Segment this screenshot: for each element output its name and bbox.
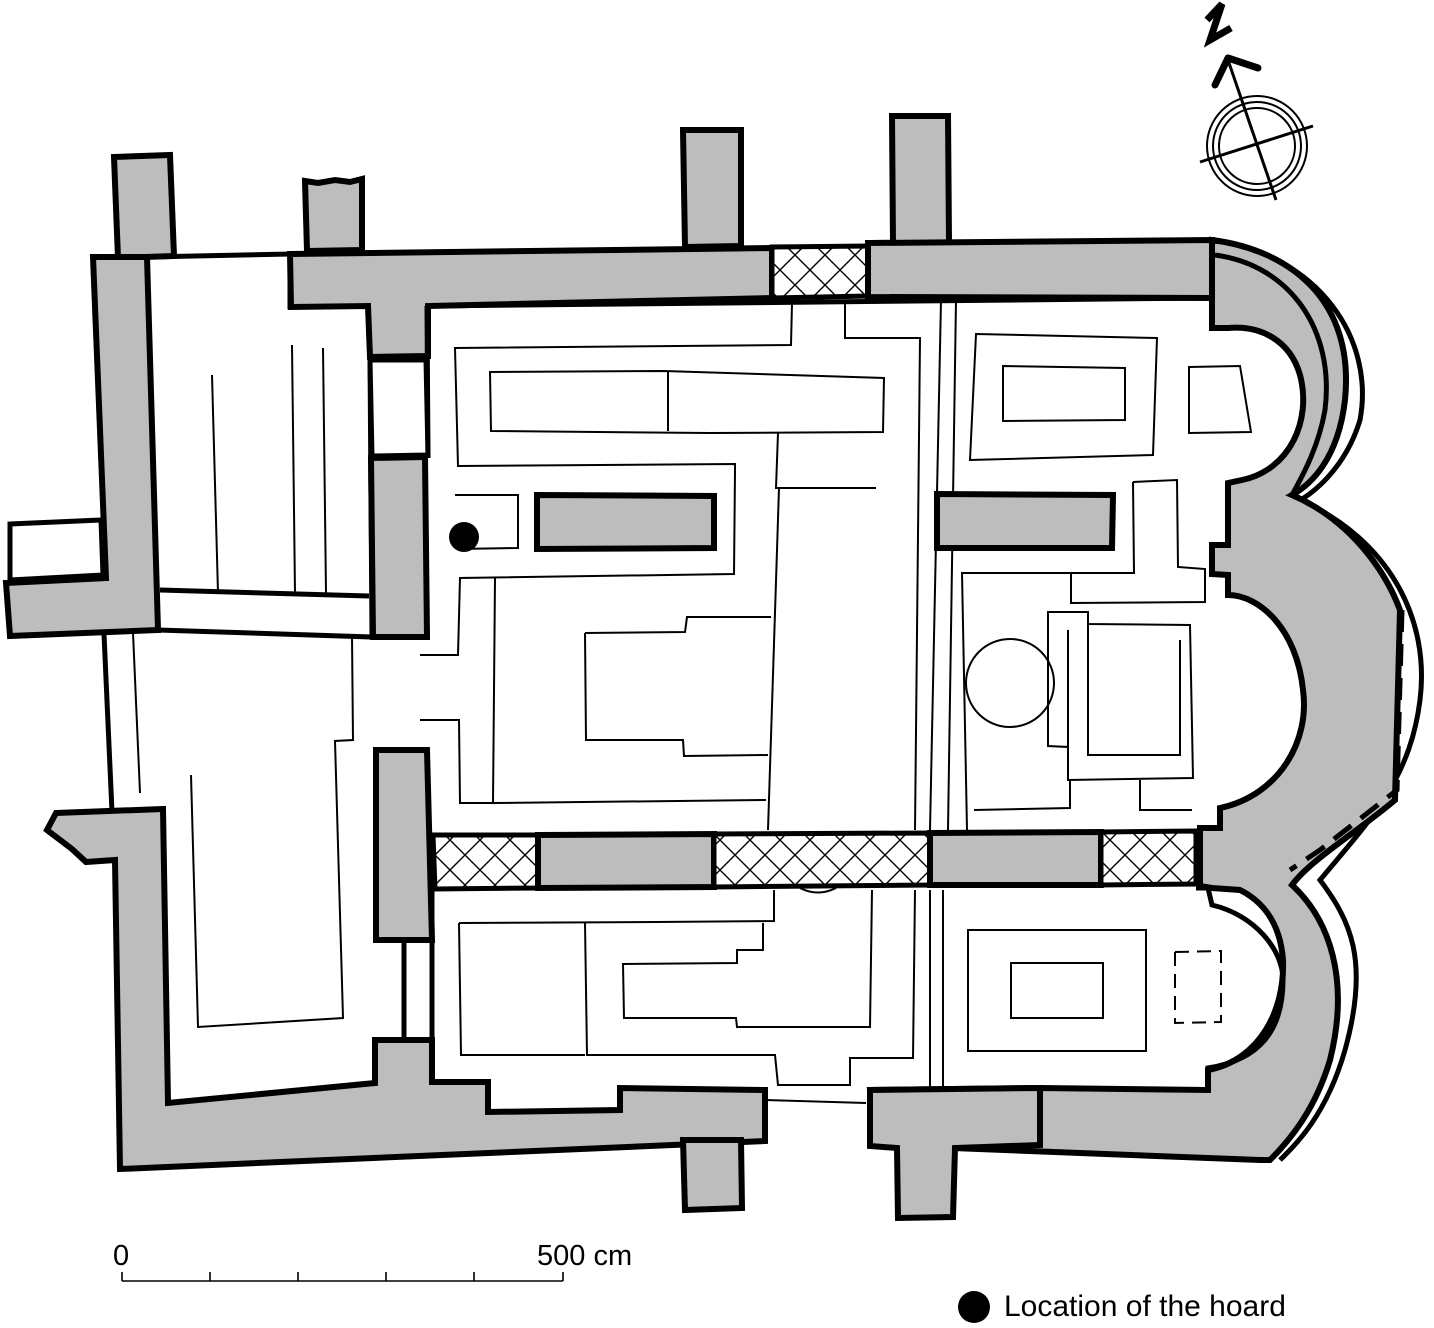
scale-bar <box>121 1272 564 1282</box>
southwest-annex <box>43 632 768 1214</box>
south-aisle-interior <box>429 885 1286 1104</box>
buttress <box>679 1137 746 1214</box>
north-arrow-icon <box>1199 1 1314 201</box>
south-arcade <box>430 828 1199 894</box>
annex-room <box>7 517 106 583</box>
buttress <box>110 151 178 262</box>
buttress <box>679 127 744 251</box>
interior-pier <box>534 491 717 553</box>
hatched-blocking <box>711 830 933 890</box>
hatched-blocking <box>430 832 541 892</box>
scale-end-label: 500 cm <box>537 1240 633 1272</box>
legend-label: Location of the hoard <box>1004 1290 1286 1323</box>
buttress <box>867 1084 1043 1222</box>
north-wall-group <box>110 113 1215 361</box>
hatched-blocking <box>769 243 871 301</box>
north-wall-east <box>865 236 1215 302</box>
west-annex <box>2 251 431 640</box>
interior-pier <box>934 490 1117 551</box>
hatched-blocking <box>1098 828 1199 888</box>
filled-circle-icon <box>958 1291 990 1323</box>
arcade-pier <box>535 830 717 892</box>
southwest-wall <box>43 805 768 1173</box>
hoard-marker <box>449 522 479 552</box>
apse-walls <box>866 236 1424 1222</box>
reconstructed-feature <box>1174 949 1222 1025</box>
annex-room-outline <box>146 251 375 640</box>
apse-outer-line <box>1211 237 1424 1162</box>
scale-start-label: 0 <box>113 1240 130 1272</box>
north-aisle-interior <box>420 295 1211 831</box>
legend: Location of the hoard <box>958 1290 1286 1324</box>
pier <box>367 453 431 640</box>
buttress <box>301 175 365 255</box>
arcade-pier <box>927 828 1104 888</box>
pier <box>373 747 436 943</box>
north-apse-area <box>960 332 1253 831</box>
buttress <box>888 113 953 248</box>
